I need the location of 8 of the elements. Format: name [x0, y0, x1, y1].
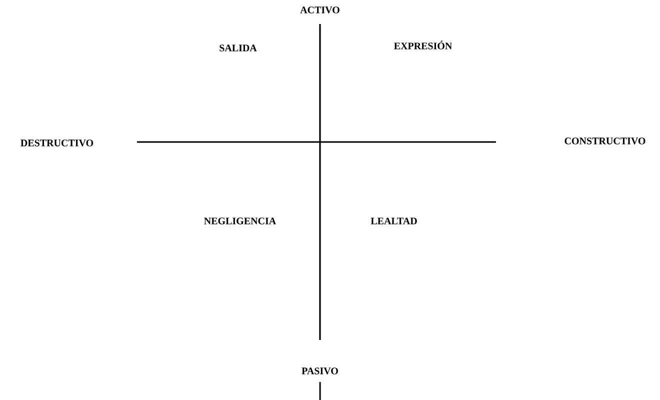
axis-label: DESTRUCTIVO	[20, 140, 94, 146]
axis-label: LEALTAD	[370, 218, 417, 224]
axis-label: NEGLIGENCIA	[204, 218, 276, 224]
axis-label: ACTIVO	[300, 6, 340, 14]
axis-label: SALIDA	[220, 44, 257, 52]
axis-label: PASIVO	[302, 368, 338, 374]
axis-label: EXPRESIÓN	[394, 40, 452, 50]
axis-label: CONSTRUCTIVO	[564, 138, 646, 144]
